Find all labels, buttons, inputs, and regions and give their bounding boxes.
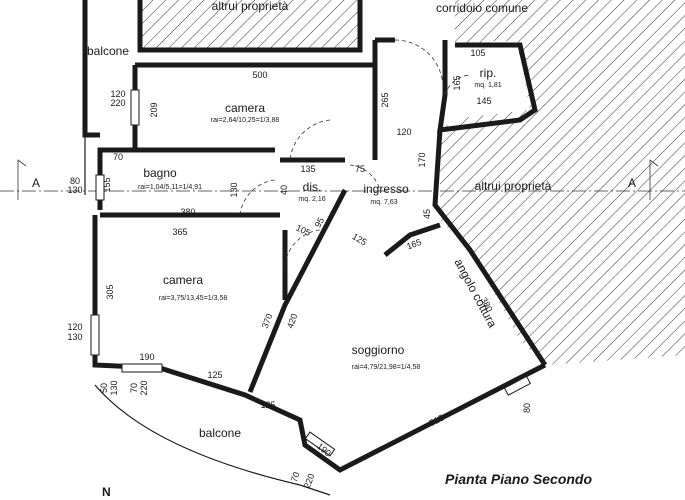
- window-left-top: [90, 314, 100, 356]
- area-ingresso: mq. 7,63: [370, 199, 397, 206]
- label-corridoio: corridoio comune: [436, 1, 528, 15]
- ratio-camera1: rai=2,64/10,25=1/3,88: [211, 117, 280, 124]
- dim-380-h: 380: [180, 207, 195, 217]
- dim-170: 170: [417, 152, 427, 167]
- label-ingresso: ingresso: [363, 182, 409, 196]
- dim-220-top: 220: [110, 98, 125, 108]
- dim-420: 420: [285, 312, 300, 330]
- plan-title: Pianta Piano Secondo: [445, 471, 592, 487]
- dim-120-left: 120: [67, 322, 82, 332]
- dim-265: 265: [380, 92, 390, 107]
- window-bagno: [95, 174, 105, 201]
- dim-500: 500: [252, 70, 267, 80]
- dim-130-b: 130: [229, 182, 239, 197]
- section-arrow-left: [17, 159, 27, 175]
- dim-45: 45: [422, 209, 432, 219]
- dim-209: 209: [149, 102, 159, 117]
- label-rip: rip.: [480, 66, 497, 80]
- window-bottom-right: [503, 375, 532, 396]
- dim-130-a: 130: [67, 185, 82, 195]
- dim-125-b: 125: [207, 370, 222, 380]
- window-bottom-left: [121, 363, 163, 373]
- area-dis: mq. 2,16: [298, 196, 325, 203]
- dim-305: 305: [105, 284, 115, 299]
- dim-155: 155: [102, 177, 112, 192]
- label-balcone-bottom: balcone: [199, 426, 241, 440]
- door-corridor: [394, 39, 444, 89]
- wall-top-block: [82, 0, 100, 138]
- door-ingresso: [349, 164, 381, 191]
- dim-120: 120: [396, 127, 411, 137]
- dim-70: 70: [113, 152, 123, 162]
- label-altrui-top: altrui proprietà: [212, 0, 289, 13]
- section-arrow-right: [649, 159, 659, 175]
- label-bagno: bagno: [143, 166, 177, 180]
- hatch-right: [440, 0, 685, 365]
- dim-135: 135: [300, 164, 315, 174]
- dim-125-a: 125: [350, 231, 368, 247]
- door-camera1: [289, 119, 331, 161]
- label-balcone-top: balcone: [87, 44, 129, 58]
- wall-top-left: [137, 0, 363, 53]
- dim-105: 105: [294, 223, 312, 238]
- area-rip: mq. 1,81: [474, 82, 501, 89]
- dim-220-bb: 220: [302, 472, 317, 490]
- dim-80-right: 80: [522, 403, 532, 413]
- wall-kitchen: [383, 222, 441, 257]
- door-rip: [444, 74, 471, 96]
- dim-370: 370: [260, 312, 275, 330]
- dim-125-c: 125: [260, 400, 275, 410]
- window-camera1: [130, 89, 140, 126]
- wall-bottom: [159, 362, 547, 473]
- dim-105-rip: 105: [470, 48, 485, 58]
- north-label: N: [102, 485, 111, 499]
- label-dis: dis.: [303, 180, 322, 194]
- balcony-edge: [299, 484, 331, 496]
- dim-130-bl: 130: [109, 380, 119, 395]
- dim-130-left: 130: [67, 332, 82, 342]
- dim-165: 165: [405, 237, 423, 252]
- ratio-soggiorno: rai=4,79/21,98=1/4,58: [352, 364, 421, 371]
- label-camera2: camera: [163, 273, 203, 287]
- wall-dis-diag: [247, 188, 348, 393]
- dim-80: 80: [70, 176, 80, 186]
- door-bagno: [239, 179, 276, 216]
- label-altrui-right: altrui proprietà: [475, 179, 552, 193]
- balcony-curve: [94, 384, 301, 486]
- hatch-top: [140, 0, 360, 50]
- dim-75: 75: [355, 164, 365, 174]
- dim-190-a: 190: [139, 352, 154, 362]
- section-mark-right: A: [628, 176, 636, 190]
- dim-120-top: 120: [110, 89, 125, 99]
- ratio-bagno: rai=1,04/5,11=1/4,91: [138, 184, 202, 191]
- dim-365: 365: [172, 227, 187, 237]
- ratio-camera2: rai=3,75/13,45=1/3,58: [159, 295, 228, 302]
- dim-70-bb: 70: [289, 471, 302, 484]
- dim-145: 145: [476, 96, 491, 106]
- label-camera1: camera: [225, 101, 265, 115]
- dim-95: 95: [313, 216, 327, 230]
- dim-70-bl: 70: [129, 383, 139, 393]
- window-balcone: [304, 431, 336, 457]
- label-soggiorno: soggiorno: [352, 343, 405, 357]
- dim-50: 50: [99, 383, 109, 393]
- section-mark-left: A: [32, 176, 40, 190]
- dim-40: 40: [279, 185, 289, 195]
- dim-165-rip: 165: [452, 75, 462, 90]
- dim-220-bl: 220: [139, 380, 149, 395]
- wall-right-diag: [432, 129, 548, 367]
